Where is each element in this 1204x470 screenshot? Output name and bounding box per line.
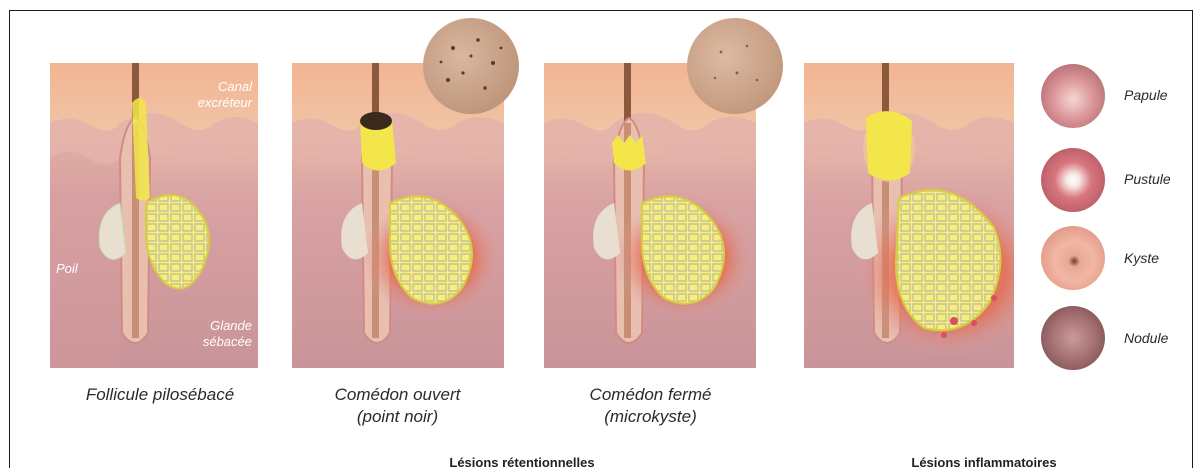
lesion-label-papule: Papule [1124, 87, 1168, 103]
caption-closed-comedone: Comédon fermé (microkyste) [538, 384, 763, 428]
panel-normal-follicle: Canal excréteur Poil Glande sébacée [50, 63, 258, 368]
annotation-glande: Glande sébacée [186, 318, 252, 350]
photo-kyste [1041, 226, 1105, 290]
panel-inflammatory [804, 63, 1014, 368]
photo-pustule [1041, 148, 1105, 212]
photo-papule [1041, 64, 1105, 128]
caption-follicle: Follicule pilosébacé [40, 384, 280, 406]
photo-nodule [1041, 306, 1105, 370]
lesion-label-nodule: Nodule [1124, 330, 1168, 346]
annotation-canal: Canal excréteur [168, 79, 252, 111]
annotation-poil: Poil [56, 261, 96, 277]
zoom-photo-closed-comedone [687, 18, 783, 114]
caption-open-comedone: Comédon ouvert (point noir) [290, 384, 505, 428]
lesion-label-pustule: Pustule [1124, 171, 1171, 187]
zoom-photo-open-comedone [423, 18, 519, 114]
lesion-label-kyste: Kyste [1124, 250, 1159, 266]
